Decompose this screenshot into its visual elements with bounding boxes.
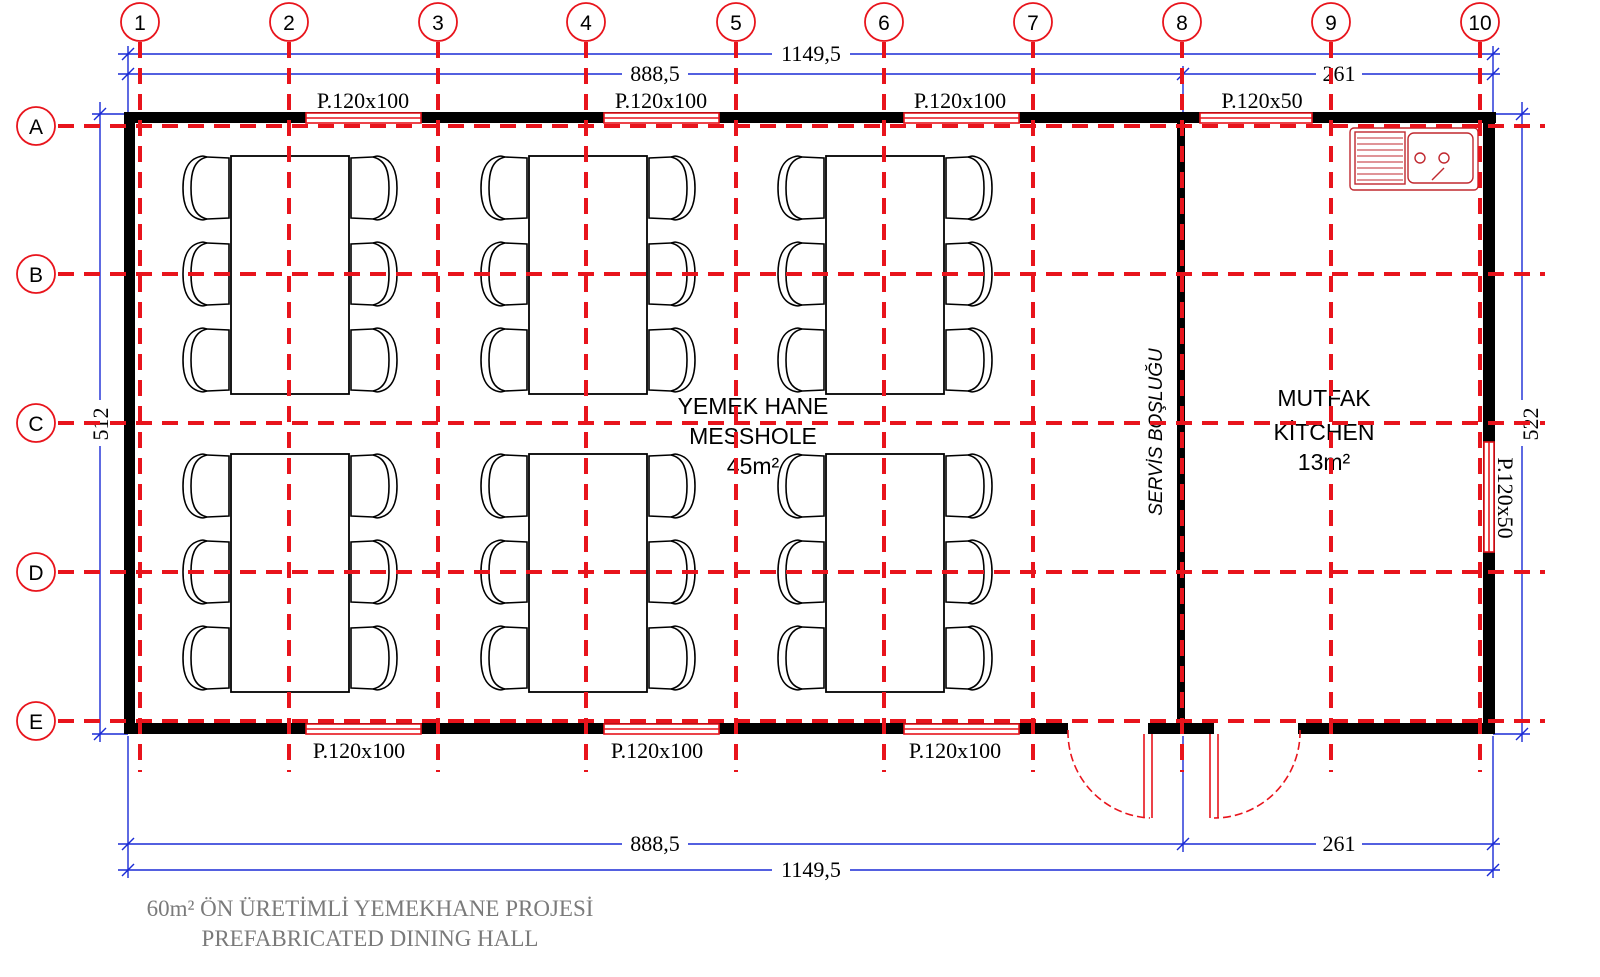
windows (305, 112, 1495, 735)
window-label-top: P.120x100 (914, 88, 1006, 113)
dim-bottom-left: 888,5 (630, 831, 680, 856)
window-label-bottom: P.120x100 (611, 738, 703, 763)
wall-top (124, 112, 1496, 123)
window-label-top: P.120x50 (1221, 88, 1302, 113)
grid-column-label: 7 (1027, 12, 1039, 35)
grid-column-label: 4 (580, 12, 592, 35)
doors (1067, 729, 1301, 819)
dim-top-total: 1149,5 (781, 41, 841, 66)
wall-bottom-right (1298, 723, 1495, 734)
drawing-title: 60m² ÖN ÜRETİMLİ YEMEKHANE PROJESİ PREFA… (90, 894, 650, 954)
grid-row-label: C (28, 413, 43, 436)
kitchen-sink (1349, 127, 1479, 191)
kitchen-name-tr: MUTFAK (1277, 385, 1371, 411)
grid-column-label: 3 (432, 12, 444, 35)
kitchen-area: 13m² (1298, 449, 1351, 475)
grid-bubbles (16, 2, 1500, 741)
title-line-en: PREFABRICATED DINING HALL (201, 926, 539, 951)
dim-top-right: 261 (1323, 61, 1356, 86)
title-line-tr: 60m² ÖN ÜRETİMLİ YEMEKHANE PROJESİ (146, 896, 594, 921)
wall-bottom-left (124, 723, 1068, 734)
grid-column-label: 9 (1325, 12, 1337, 35)
grid-row-label: E (29, 711, 43, 734)
dim-bottom-right: 261 (1323, 831, 1356, 856)
dining-name-en: MESSHOLE (689, 423, 817, 449)
grid-column-label: 5 (730, 12, 742, 35)
grid-column-label: 8 (1176, 12, 1188, 35)
window-label-top: P.120x100 (615, 88, 707, 113)
dim-top-left: 888,5 (630, 61, 680, 86)
dining-name-tr: YEMEK HANE (678, 393, 829, 419)
window-label-bottom: P.120x100 (313, 738, 405, 763)
grid-column-label: 6 (878, 12, 890, 35)
grid-column-label: 1 (134, 12, 146, 35)
grid-row-label: A (29, 116, 43, 139)
window-label-top: P.120x100 (317, 88, 409, 113)
grid-row-label: B (29, 264, 43, 287)
grid-column-label: 10 (1468, 12, 1491, 35)
window-label-bottom: P.120x100 (909, 738, 1001, 763)
wall-left (124, 112, 135, 734)
service-space-label: SERVİS BOŞLUĞU (1145, 348, 1167, 516)
grid-lines (58, 42, 1545, 772)
dim-bottom-total: 1149,5 (781, 857, 841, 882)
grid-column-label: 2 (283, 12, 295, 35)
window-label-right: P.120x50 (1493, 457, 1518, 538)
grid-row-label: D (28, 562, 43, 585)
